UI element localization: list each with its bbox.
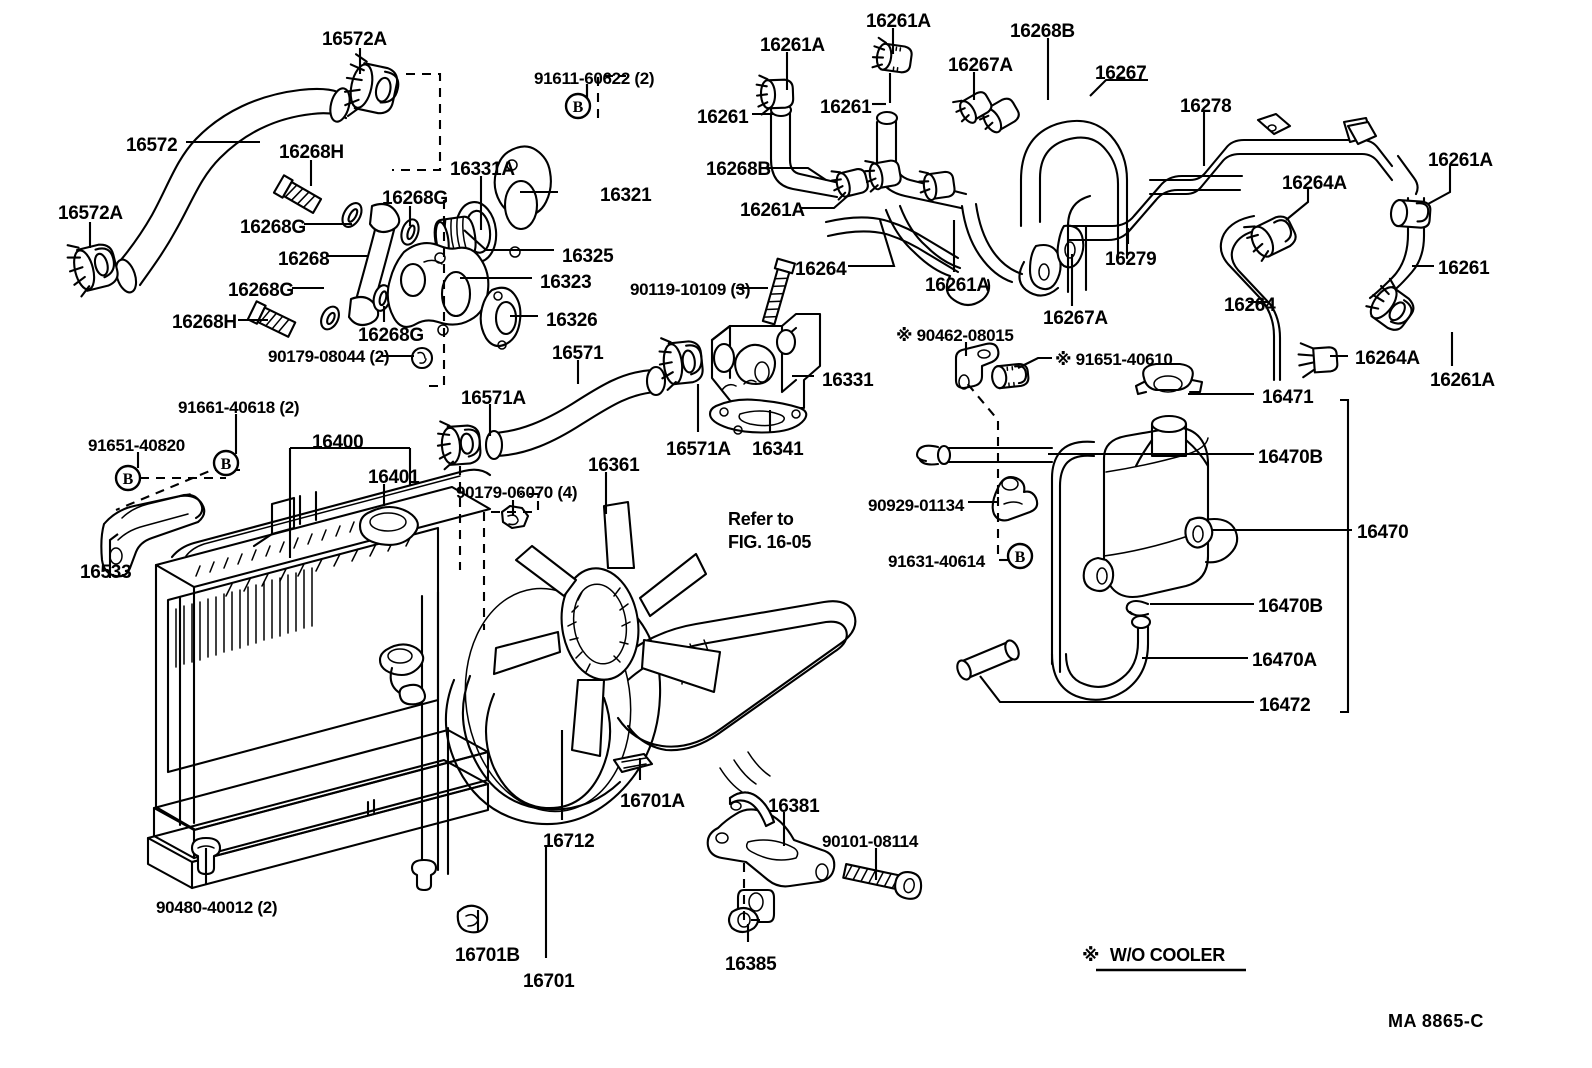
part-callout-c67: 90101-08114 [822, 832, 918, 851]
part-callout-c55: 16472 [1259, 695, 1311, 716]
part-callout-c17: 16326 [546, 310, 598, 331]
leader-lines [88, 28, 1454, 958]
water-pump-16331 [710, 312, 822, 410]
part-callout-c14: 16321 [600, 185, 652, 206]
refer-note-line-2: FIG. 16-05 [728, 531, 812, 552]
part-callout-c59: 16400 [312, 432, 364, 453]
fan-shroud-and-fan [444, 500, 857, 826]
part-callout-c36: 16267 [1095, 63, 1147, 84]
part-callout-c28: 16268B [706, 159, 771, 180]
part-callout-c27: 16261 [697, 107, 749, 128]
part-callout-c44: 16264A [1355, 348, 1420, 369]
part-callout-c49: 16470B [1258, 447, 1323, 468]
part-callout-c09: 16268H [172, 312, 237, 333]
part-callout-c04: 16268H [279, 142, 344, 163]
part-callout-c15: 16325 [562, 246, 614, 267]
part-callout-c20: 16571A [461, 388, 526, 409]
part-callout-c02: 16572 [126, 135, 178, 156]
water-outlet-housing-group [386, 84, 589, 350]
part-callout-c13: 16331A [450, 159, 515, 180]
part-callout-c06: 16268G [382, 188, 448, 209]
part-callout-c51: 90929-01134 [868, 496, 964, 515]
part-callout-c47: ※ 91651-40610 [1055, 350, 1173, 369]
part-callout-c23: 16341 [752, 439, 804, 460]
part-callout-c05: 16268G [240, 217, 306, 238]
part-callout-c38: 16279 [1105, 249, 1157, 270]
shroud-clips [456, 752, 654, 934]
part-callout-c64: 16712 [543, 831, 595, 852]
part-callout-c60: 16401 [368, 467, 420, 488]
part-callout-c65: 16701A [620, 791, 685, 812]
part-callout-c42: 16264A [1282, 173, 1347, 194]
part-callout-c50: 16470 [1357, 522, 1409, 543]
part-callout-c56: 91661-40618 (2) [178, 398, 300, 417]
part-callout-c16: 16323 [540, 272, 592, 293]
part-callout-c39: 16278 [1180, 96, 1232, 117]
fan-blades [492, 500, 722, 758]
part-callout-c68: 16385 [725, 954, 777, 975]
part-callout-c03: 16572A [58, 203, 123, 224]
part-callout-c10: 16268G [358, 325, 424, 346]
radiator-16400 [146, 468, 492, 892]
legend-row: ※ W/O COOLER [1082, 946, 1225, 964]
reservoir-tank-group [915, 342, 1239, 701]
part-callout-c12: 91611-60622 (2) [534, 69, 655, 88]
part-callout-c62: 16701B [455, 945, 520, 966]
part-callout-c34: 16267A [948, 55, 1013, 76]
part-callout-c21: 16571A [666, 439, 731, 460]
bolt-90119 [761, 257, 796, 326]
legend-text: W/O COOLER [1109, 945, 1225, 965]
part-callout-c26: 16261A [760, 35, 825, 56]
part-callout-c07: 16268 [278, 249, 330, 270]
part-callout-c35: 16268B [1010, 21, 1075, 42]
part-callout-c43: 16264 [1224, 295, 1276, 316]
part-callout-c29: 16261A [740, 200, 805, 221]
part-callout-c58: 16533 [80, 562, 132, 583]
part-callout-c33: 16261A [925, 275, 990, 296]
refer-note: Refer to FIG. 16-05 [728, 508, 811, 553]
part-callout-c48: 16471 [1262, 387, 1314, 408]
refer-note-line-1: Refer to [728, 509, 794, 529]
part-callout-c46: ※ 90462-08015 [896, 326, 1014, 345]
part-callout-c57: 91651-40820 [88, 436, 185, 455]
part-callout-c52: 91631-40614 [888, 552, 985, 571]
part-callout-c08: 16268G [228, 280, 294, 301]
part-callout-c19: 16571 [552, 343, 604, 364]
figure-code: MA 8865-C [1388, 1011, 1484, 1031]
part-callout-c53: 16470B [1258, 596, 1323, 617]
part-callout-c63: 16701 [523, 971, 575, 992]
part-callout-c31: 16261A [866, 11, 931, 32]
part-callout-c40: 16261A [1428, 150, 1493, 171]
part-callout-c30: 16264 [795, 259, 847, 280]
radiator-support-16533 [100, 493, 206, 578]
part-callout-c24: 90179-06070 (4) [456, 483, 578, 502]
legend-symbol: ※ [1082, 945, 1100, 965]
part-callout-c32: 16261 [820, 97, 872, 118]
part-callout-c22: 16331 [822, 370, 874, 391]
part-callout-c61: 90480-40012 (2) [156, 898, 278, 917]
part-callout-c11: 90179-08044 (2) [268, 347, 390, 366]
part-callout-c18: 90119-10109 (3) [630, 280, 751, 299]
part-callout-c37: 16267A [1043, 308, 1108, 329]
part-callout-c54: 16470A [1252, 650, 1317, 671]
part-callout-c45: 16261A [1430, 370, 1495, 391]
union-bolt-group [246, 174, 434, 370]
part-callout-c25: 16361 [588, 455, 640, 476]
part-callout-c66: 16381 [768, 796, 820, 817]
part-callout-c01: 16572A [322, 29, 387, 50]
hose-16571-group [436, 312, 822, 530]
part-callout-c41: 16261 [1438, 258, 1490, 279]
hose-16572-group [66, 53, 400, 298]
